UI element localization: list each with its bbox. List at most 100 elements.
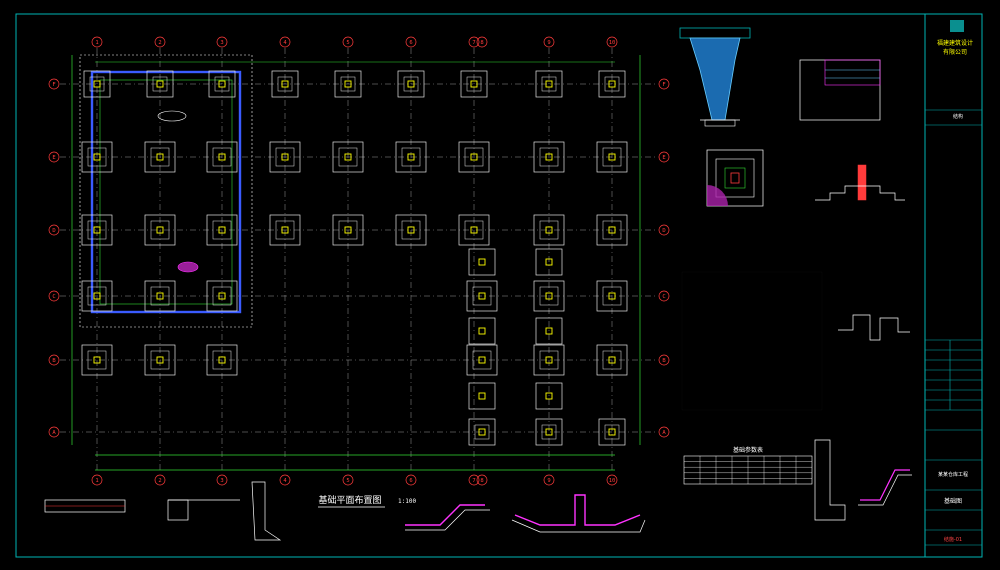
axis-label-row: B [662,358,666,364]
axis-bubble-col [279,474,291,486]
footing-outer [208,70,236,98]
column-pier [545,327,553,335]
column-pier [545,153,553,161]
footing-inner [474,424,490,440]
axis-bubble-col [342,474,354,486]
column-pier [407,80,415,88]
column-pier [281,226,289,234]
axis-label-col: 9 [547,40,550,46]
footing-inner [150,350,170,370]
axis-bubble-row [658,290,670,302]
column-pier [478,292,486,300]
axis-label-row: F [52,82,55,88]
footing-inner [541,76,557,92]
column-pier [156,153,164,161]
footing-outer [269,214,301,246]
footing-layer [81,70,628,446]
footing-inner [212,286,232,306]
footing-outer [535,248,563,276]
title-block: 福建建筑设计 有限公司 结构 某某仓库工程 基础图 结施-01 [925,20,982,546]
footing-outer [535,317,563,345]
footing-outer [533,344,565,376]
axis-bubble-col [606,36,618,48]
footing-outer [146,70,174,98]
footing-inner [87,147,107,167]
axis-bubble-col [405,36,417,48]
axis-label-row: D [662,228,665,234]
footing-outer [334,70,362,98]
column-pier [470,226,478,234]
axis-bubble-row [658,151,670,163]
stamp-text: 结构 [953,113,963,120]
company-logo-icon [950,20,964,32]
axis-label-row: A [662,430,666,436]
footing-outer [81,214,113,246]
axis-label-col: 5 [346,478,349,484]
footing-outer [596,344,628,376]
column-pier [407,226,415,234]
column-pier [478,356,486,364]
column-pier [281,153,289,161]
footing-outer [533,280,565,312]
axis-label-col: 4 [283,40,287,46]
footing-inner [602,220,622,240]
footing-outer [271,70,299,98]
axis-bubble-row [48,78,60,90]
footing-outer [144,214,176,246]
footing-inner [212,350,232,370]
footing-outer [395,141,427,173]
column-pier [156,226,164,234]
column-pier [93,292,101,300]
axis-label-col: 6 [409,478,412,484]
footing-outer [596,280,628,312]
axis-label-row: C [662,294,665,300]
footing-outer [144,141,176,173]
footing-outer [535,418,563,446]
axis-bubble-row [658,78,670,90]
footing-inner [472,286,492,306]
footing-outer [468,248,496,276]
footing-inner [539,147,559,167]
basement-inner-outline [99,79,233,305]
footing-inner [338,220,358,240]
footing-inner [152,76,168,92]
axis-label-row: D [52,228,55,234]
footing-outer [397,70,425,98]
foundation-parameter-table [683,455,813,485]
footing-inner [604,76,620,92]
axis-bubble-col [216,474,228,486]
footing-outer [144,280,176,312]
axis-bubble-col [468,474,480,486]
column-pier [608,80,616,88]
column-pier [156,80,164,88]
axis-bubble-col [342,36,354,48]
footing-inner [87,350,107,370]
footing-outer [466,344,498,376]
sump-annotation-ellipse [157,110,187,122]
footing-inner [602,350,622,370]
footing-inner [464,147,484,167]
footing-outer [468,317,496,345]
section-details-bottom [44,481,646,541]
footing-outer [144,344,176,376]
pit-marker [177,261,199,273]
footing-outer [535,382,563,410]
axis-label-row: A [52,430,56,436]
axis-label-col: 4 [283,478,287,484]
footing-outer [458,141,490,173]
axis-label-col: 2 [158,478,161,484]
column-pier [156,356,164,364]
basement-beam-outline [90,70,242,314]
footing-inner [541,424,557,440]
axis-label-col: 5 [346,40,349,46]
column-pier [407,153,415,161]
axis-bubble-row [48,224,60,236]
column-pier [545,80,553,88]
footing-outer [332,141,364,173]
axis-label-col: 2 [158,40,161,46]
axis-grid-layer [60,48,658,471]
footing-inner [214,76,230,92]
footing-outer [81,344,113,376]
column-pier [478,428,486,436]
